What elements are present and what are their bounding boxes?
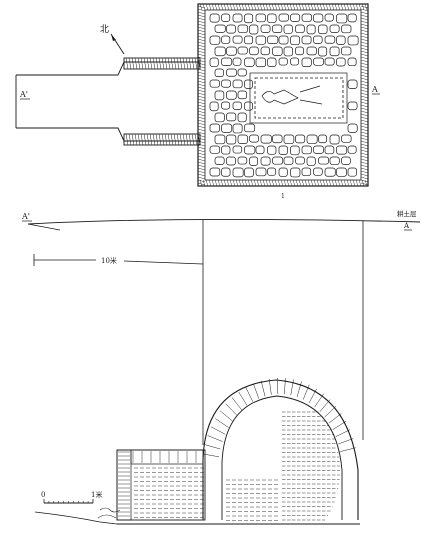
antechamber xyxy=(116,449,206,521)
plan-chamber xyxy=(197,3,369,187)
arch-voussoirs xyxy=(203,378,356,458)
coffin-bed xyxy=(254,77,344,119)
figure-number: 1 xyxy=(281,193,285,200)
section-right-label: A xyxy=(403,222,410,230)
approach-slope xyxy=(34,511,118,525)
plan-section-right: A xyxy=(371,85,378,94)
north-label: 北 xyxy=(100,24,109,35)
plan-section-left: A' xyxy=(19,90,28,99)
section-left-label: A' xyxy=(21,212,30,221)
plan-dromos xyxy=(15,57,201,146)
north-arrow: 北 xyxy=(100,24,125,55)
depth-label: 10米 xyxy=(101,256,117,265)
arch-interior-bricks xyxy=(226,411,340,521)
arch-outer xyxy=(202,379,359,520)
ground-line xyxy=(27,218,421,225)
chamber-wall-hatch xyxy=(197,3,369,187)
scale-zero: 0 xyxy=(41,491,45,499)
arch-inner xyxy=(221,395,343,520)
skeleton xyxy=(261,85,323,105)
plan-view: 北 A' A 1 xyxy=(15,3,380,200)
dromos-hatch xyxy=(125,57,201,146)
soil-layer-label: 耕土层 xyxy=(397,209,417,218)
section-view: A' 耕土层 A 10米 xyxy=(21,209,421,525)
scale-one-meter: 1米 xyxy=(91,490,102,499)
scale-bar: 0 1米 xyxy=(41,490,102,504)
paving-stones xyxy=(209,13,359,178)
